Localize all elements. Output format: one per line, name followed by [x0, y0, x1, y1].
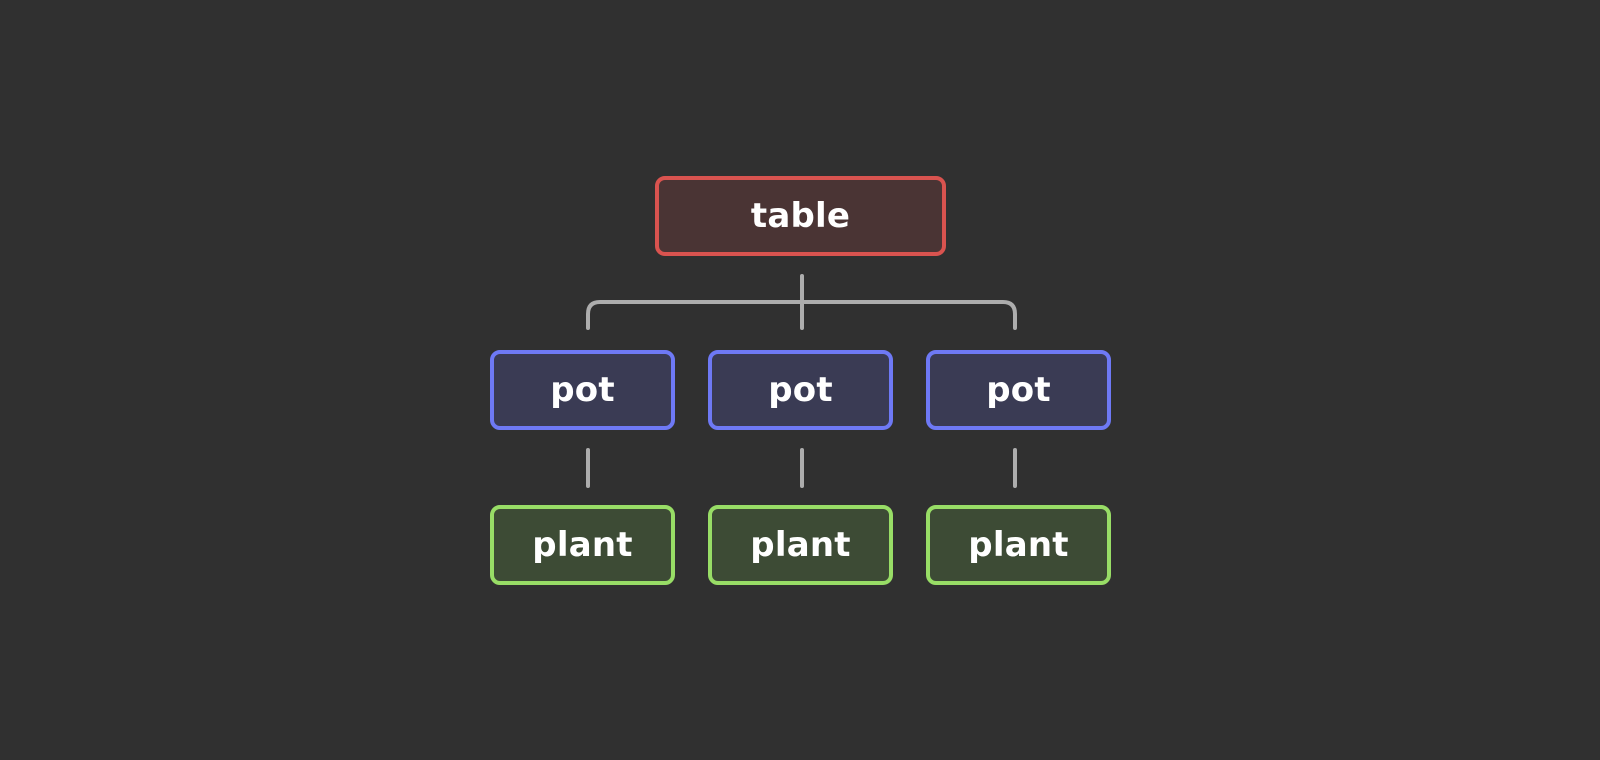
node-plant-2: plant	[708, 505, 893, 585]
connector-root-bracket	[586, 300, 1017, 330]
node-plant-label: plant	[750, 525, 851, 565]
node-pot-1: pot	[490, 350, 675, 430]
node-pot-3: pot	[926, 350, 1111, 430]
node-table-label: table	[750, 196, 851, 236]
node-pot-label: pot	[986, 370, 1051, 410]
node-plant-3: plant	[926, 505, 1111, 585]
node-pot-label: pot	[768, 370, 833, 410]
node-pot-2: pot	[708, 350, 893, 430]
node-plant-1: plant	[490, 505, 675, 585]
node-plant-label: plant	[532, 525, 633, 565]
node-pot-label: pot	[550, 370, 615, 410]
node-table: table	[655, 176, 946, 256]
node-plant-label: plant	[968, 525, 1069, 565]
